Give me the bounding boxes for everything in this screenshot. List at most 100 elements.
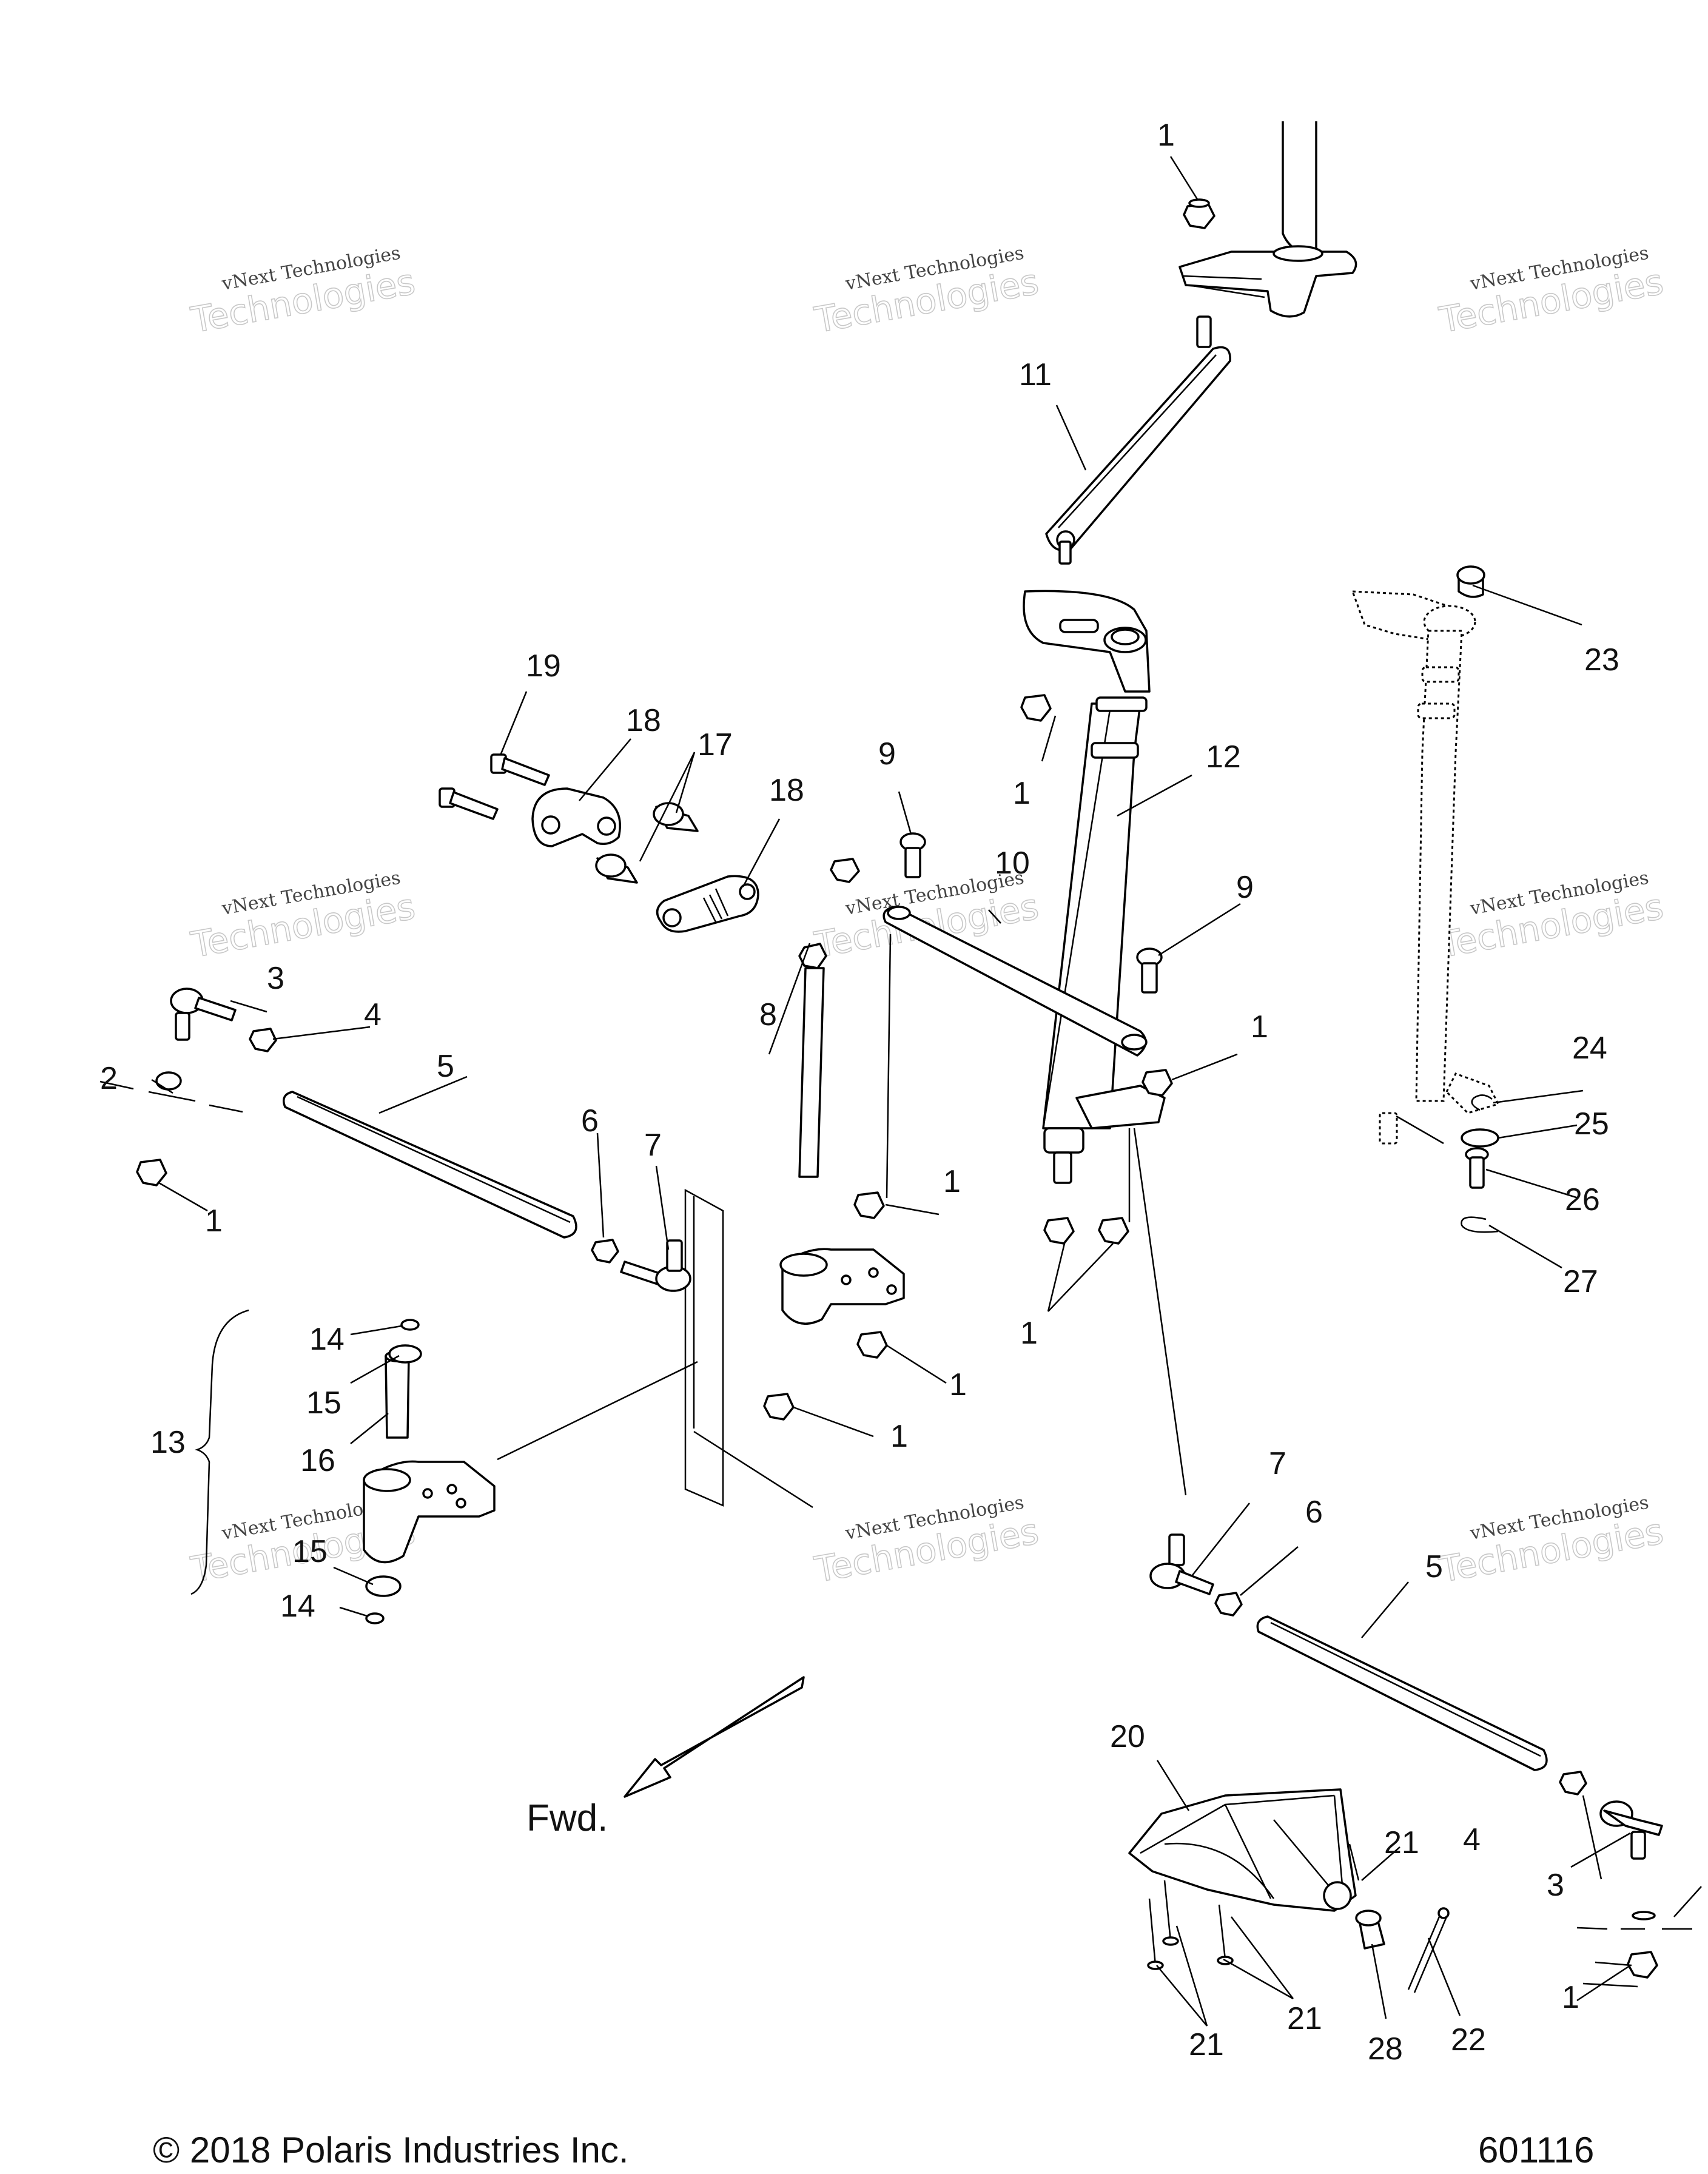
tie-rod-end	[1599, 1800, 1663, 1860]
callout-label: 19	[526, 648, 561, 684]
callout-label: 10	[995, 846, 1030, 881]
callout-label: 1	[1013, 776, 1031, 811]
nut	[1020, 694, 1052, 722]
callout-label: 2	[100, 1061, 118, 1096]
callout-label: 23	[1584, 642, 1619, 678]
tie-rod	[1256, 1615, 1548, 1771]
washer	[155, 1071, 182, 1091]
callout-label: 15	[292, 1534, 328, 1569]
callout-label: 17	[698, 727, 733, 762]
callout-label: 7	[644, 1128, 662, 1163]
callout-label: 22	[1451, 2022, 1486, 2058]
callout-label: 1	[949, 1367, 967, 1402]
callout-label: 7	[1269, 1446, 1286, 1481]
relay-rod	[883, 906, 1148, 1057]
callout-label: 6	[581, 1103, 599, 1139]
callout-label: 1	[890, 1419, 908, 1454]
bracket-brace	[190, 1309, 249, 1595]
bolt	[490, 753, 550, 786]
tie-rod-end	[170, 988, 237, 1041]
nut	[1098, 1217, 1129, 1245]
nut	[1141, 1069, 1173, 1097]
cap-plug	[1456, 565, 1485, 598]
callout-label: 14	[280, 1589, 315, 1624]
idler-bracket	[779, 1248, 905, 1325]
nut	[136, 1159, 167, 1186]
callout-label: 5	[1425, 1549, 1443, 1584]
alternate-steering-post	[1351, 590, 1500, 1145]
nut	[856, 1331, 888, 1359]
callout-label: 11	[1019, 357, 1052, 392]
callout-label: 20	[1110, 1719, 1145, 1754]
callout-label: 16	[300, 1443, 335, 1478]
callout-label: 21	[1287, 2001, 1322, 2036]
nut	[763, 1393, 795, 1421]
callout-label: 1	[1562, 1980, 1579, 2015]
bolt	[899, 832, 926, 878]
upper-nut	[1183, 198, 1215, 229]
jam-nut	[249, 1028, 277, 1052]
leader-line	[1673, 1886, 1702, 1917]
nut	[1627, 1951, 1658, 1979]
forward-label: Fwd.	[526, 1797, 608, 1839]
nut	[1043, 1217, 1075, 1245]
lower-bracket-steering	[1075, 1085, 1166, 1129]
callout-label: 1	[1251, 1009, 1268, 1045]
callout-label: 1	[1157, 118, 1175, 153]
callout-label: 26	[1565, 1182, 1600, 1217]
callout-label: 12	[1206, 739, 1241, 775]
jam-nut	[1559, 1771, 1587, 1795]
leader-line	[684, 1188, 724, 1507]
bolt	[1136, 947, 1163, 994]
callout-label: 6	[1305, 1495, 1323, 1530]
callout-label: 21	[1189, 2027, 1224, 2062]
forward-arrow	[624, 1676, 805, 1798]
callout-label: 15	[306, 1385, 341, 1421]
jam-nut	[591, 1239, 619, 1264]
tie-rod	[283, 1091, 577, 1239]
callout-label: 1	[1020, 1316, 1038, 1351]
callout-label: 21	[1384, 1825, 1419, 1860]
callout-label: 18	[769, 773, 804, 808]
pivot-bracket-upper	[1023, 590, 1151, 693]
steering-shield	[1128, 1788, 1357, 1912]
sleeve	[653, 802, 699, 832]
drawing-number: 601116	[1478, 2130, 1595, 2170]
callout-label: 8	[759, 997, 777, 1032]
center-line	[1576, 1927, 1692, 1930]
clamp	[656, 875, 759, 933]
callout-label: 1	[205, 1203, 223, 1239]
leader-lines	[151, 156, 1638, 2027]
jam-nut	[1214, 1592, 1243, 1617]
callout-labels: 1 1 1 1 1 1 1 1 1 2 3 3 4 4 5 5 6 6 7 7 …	[100, 118, 1619, 2067]
callout-label: 1	[943, 1164, 961, 1199]
clamp	[531, 787, 621, 847]
center-line	[99, 1080, 243, 1113]
callout-label: 27	[1563, 1264, 1598, 1299]
sleeve	[595, 853, 638, 884]
snap-ring	[1461, 1216, 1499, 1233]
idler-assembly	[363, 1319, 496, 1624]
pivot-pin	[1465, 1147, 1489, 1189]
leader-line	[497, 1361, 698, 1461]
nut	[830, 858, 860, 883]
tie-rod-end	[1149, 1533, 1214, 1595]
callout-label: 14	[309, 1322, 345, 1357]
callout-label: 3	[1547, 1868, 1564, 1903]
washer	[1632, 1911, 1656, 1920]
copyright-notice: © 2018 Polaris Industries Inc.	[153, 2130, 629, 2170]
leader-line	[693, 1430, 813, 1509]
steering-link-arm	[1045, 315, 1231, 565]
bolt	[439, 787, 499, 820]
long-bolt	[798, 943, 827, 1178]
callout-label: 18	[626, 703, 661, 738]
snap-ring	[1471, 1094, 1493, 1111]
nut	[853, 1191, 885, 1219]
callout-label: 4	[364, 997, 382, 1032]
upper-steering-post	[1178, 121, 1357, 318]
washer	[1461, 1128, 1499, 1148]
callout-label: 5	[437, 1049, 454, 1084]
tie-rod-end	[620, 1239, 691, 1292]
callout-label: 9	[1236, 870, 1254, 905]
